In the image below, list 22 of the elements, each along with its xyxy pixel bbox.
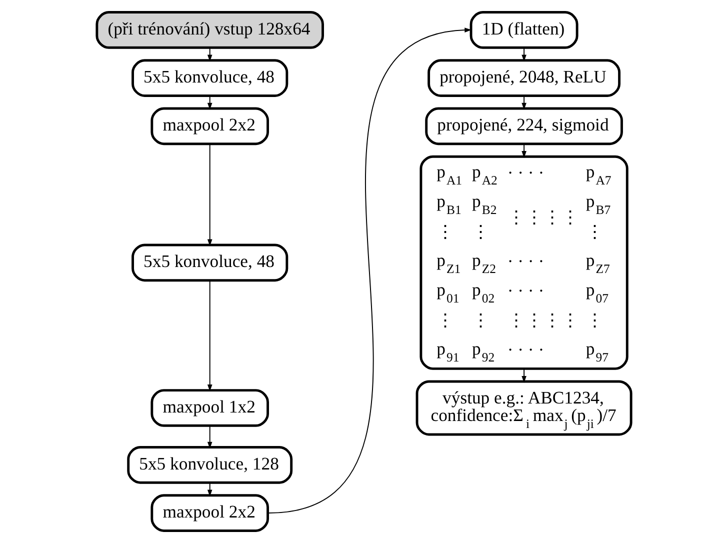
arrow (522, 143, 526, 158)
arrow (207, 47, 212, 62)
node-box: propojené, 224, sigmoid (425, 107, 623, 146)
arrow (207, 95, 212, 110)
node-box: 1D (flatten) (470, 11, 578, 49)
node-box: 5x5 konvoluce, 128 (127, 446, 293, 484)
arrow (522, 47, 526, 62)
node-box: p$_{A1}$ p$_{A2}$ · · · · p$_{A7}$ p$_{B1}$ p$_{B2}$ ⋮⋮⋮⋮ p$_{B7}$ ⋮ ⋮ ⋮ p$_{Z1}$ p$_{Z2}$ · · · · p$_{Z7}$ p$_{01}$ p$_{02}$ · · · · p$_{07}$ ⋮ ⋮ ⋮⋮⋮⋮ ⋮ p$_{91}$ p$_{92}$ · · · · p$_{97}$ (420, 155, 628, 370)
node-box: maxpool 1x2 (150, 389, 269, 427)
arrow (207, 482, 212, 497)
arrow (207, 425, 212, 449)
node-box: výstup e.g.: ABC1234, confidence:Σ$_{i}$max$_{j}$(p$_{ji}$)/7 (416, 380, 632, 436)
arrow (207, 143, 212, 246)
node-box: maxpool 2x2 (150, 107, 269, 146)
node-box: 5x5 konvoluce, 48 (132, 59, 288, 97)
arrow (522, 95, 526, 110)
node-box: maxpool 2x2 (150, 494, 269, 532)
node-box: propojené, 2048, ReLU (428, 59, 621, 97)
node-box: (při trénování) vstup 128x64 (96, 11, 324, 49)
arrow (522, 368, 526, 383)
arrow (207, 280, 212, 392)
node-box: 5x5 konvoluce, 48 (132, 244, 288, 282)
